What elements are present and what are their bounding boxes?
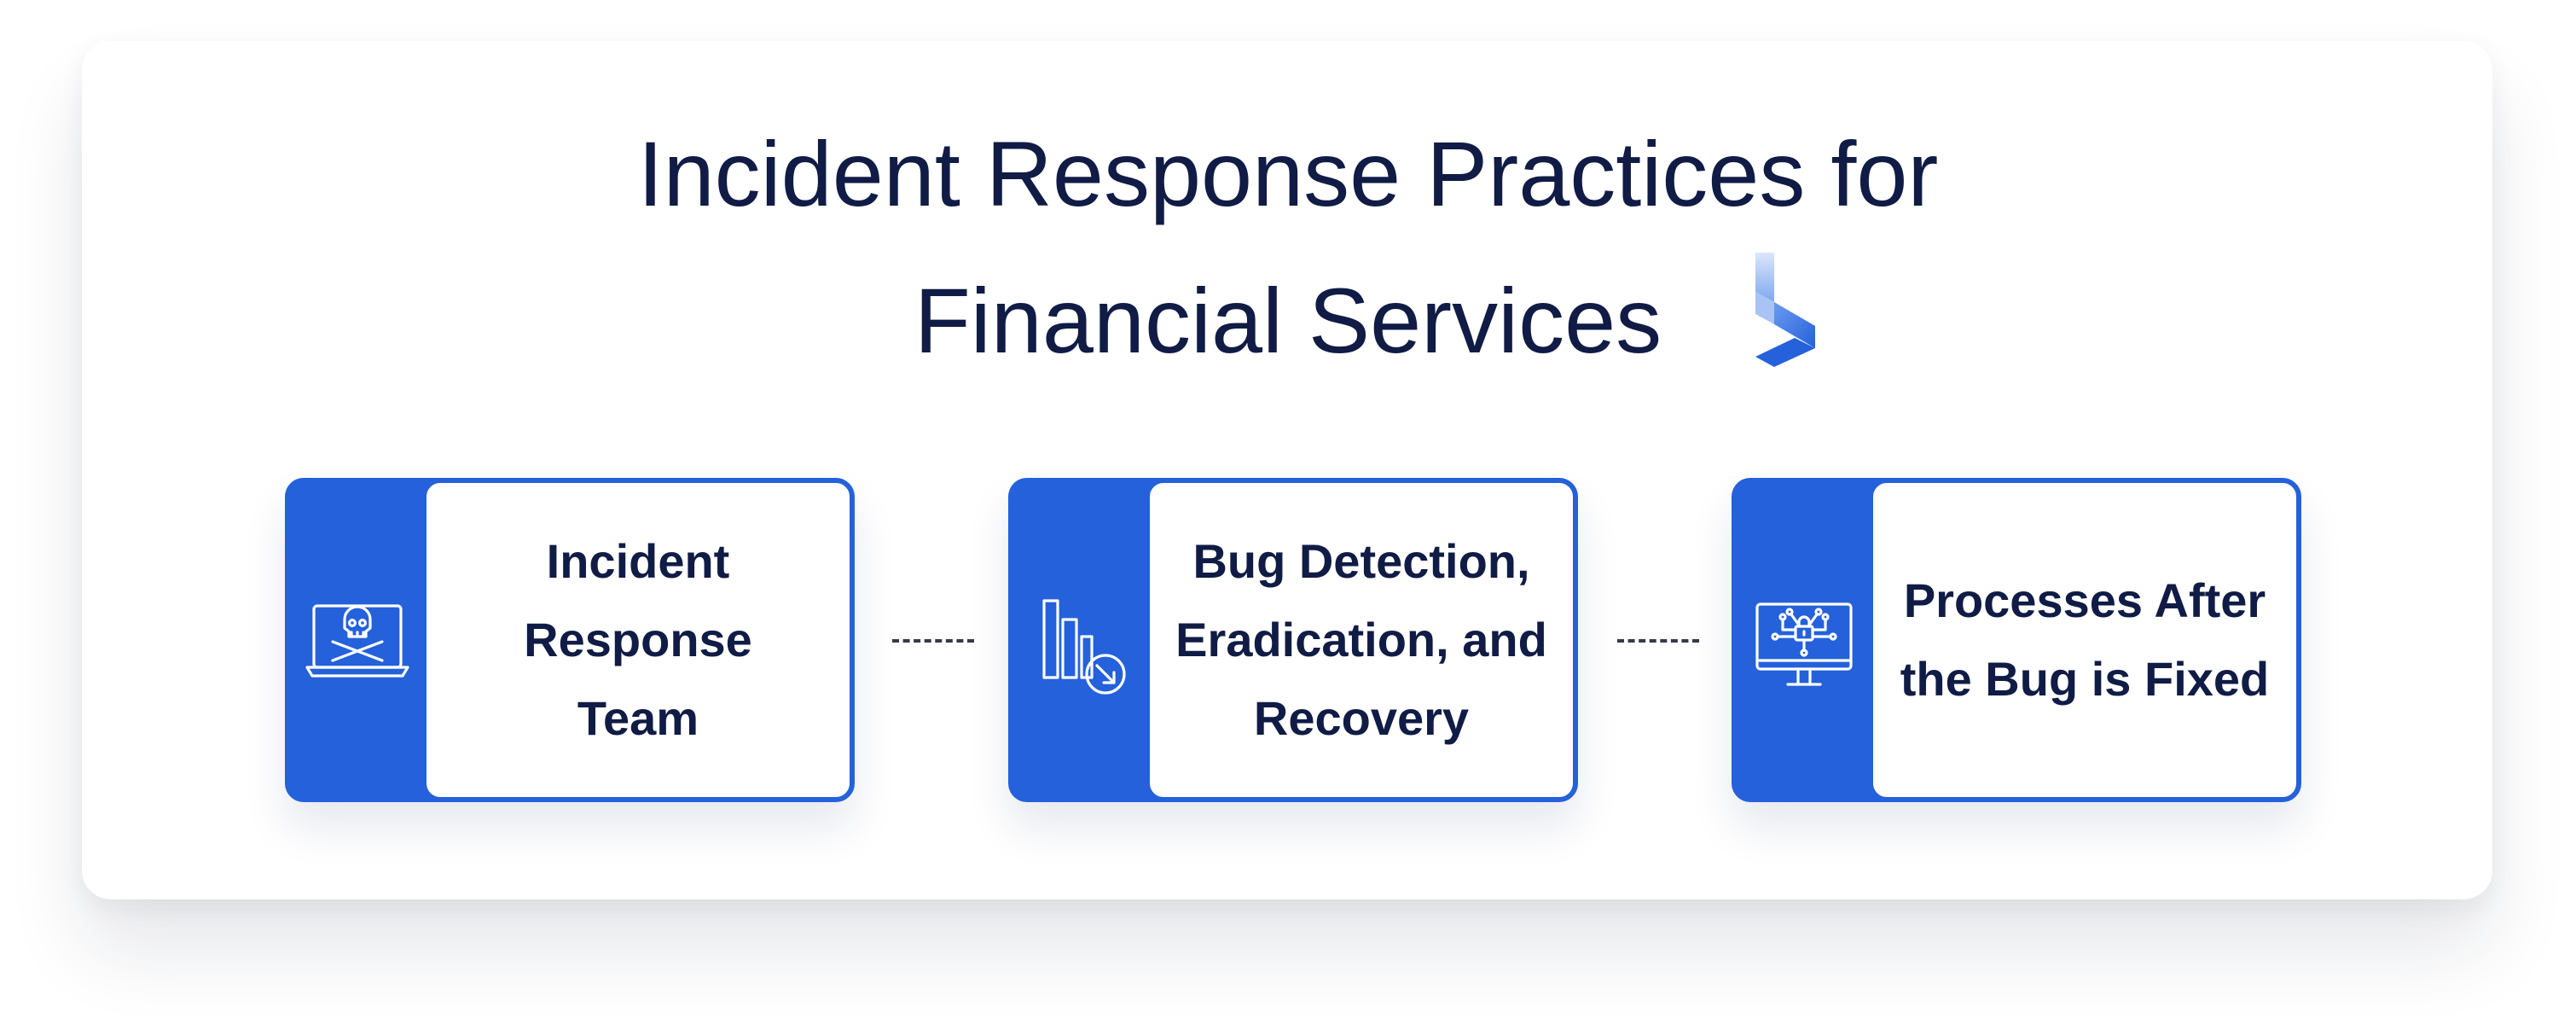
step-card-incident-response-team: Incident Response Team <box>285 478 855 802</box>
step-card-bug-detection: Bug Detection, Eradication, and Recovery <box>1008 478 1578 802</box>
page-title: Incident Response Practices for Financia… <box>0 101 2576 394</box>
step-label: Processes After the Bug is Fixed <box>1900 573 2270 706</box>
brand-logo-icon <box>1755 253 1815 367</box>
step-label: Incident Response Team <box>524 534 752 745</box>
step-card-body: Incident Response Team <box>421 478 855 802</box>
title-line-2: Financial Services <box>914 269 1662 372</box>
step-card-body: Processes After the Bug is Fixed <box>1868 478 2301 802</box>
step-card-processes-after-fix: Processes After the Bug is Fixed <box>1732 478 2301 802</box>
dashed-connector <box>1617 639 1699 643</box>
step-card-body: Bug Detection, Eradication, and Recovery <box>1145 478 1578 802</box>
dashed-connector <box>892 639 974 643</box>
monitor-circuit-lock-icon <box>1755 602 1853 686</box>
title-line-1: Incident Response Practices for <box>637 122 1939 225</box>
laptop-skull-icon <box>305 604 409 678</box>
step-label: Bug Detection, Eradication, and Recovery <box>1175 534 1547 745</box>
bar-chart-download-icon <box>1042 599 1126 695</box>
